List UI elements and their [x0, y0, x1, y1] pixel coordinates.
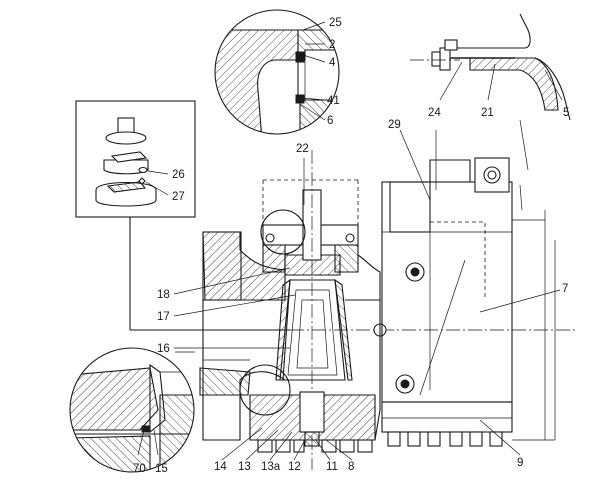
detail-box-key [75, 100, 290, 331]
detail-pin-bushing [410, 13, 571, 211]
callout-16: 16 [157, 343, 170, 355]
valve-body [180, 150, 575, 470]
callout-4: 4 [329, 57, 336, 69]
detail-circle-seal [214, 9, 340, 135]
actuator-housing [381, 129, 561, 456]
callout-27: 27 [172, 191, 185, 203]
detail-circle-bottom [69, 347, 195, 473]
callout-6: 6 [327, 115, 333, 127]
callout-12: 12 [288, 461, 301, 473]
callout-9: 9 [517, 457, 523, 469]
callout-25: 25 [329, 17, 342, 29]
callout-7: 7 [562, 283, 568, 295]
callout-5: 5 [563, 107, 569, 119]
callout-11: 11 [326, 461, 338, 473]
leader-lines [173, 158, 353, 461]
bottom-bolt-row [257, 439, 373, 453]
callout-26: 26 [172, 169, 185, 181]
actuator-bolt-row [387, 431, 503, 447]
callout-13: 13 [238, 461, 251, 473]
callout-70: 70 [133, 463, 146, 475]
callout-13a: 13a [261, 461, 281, 473]
callout-15: 15 [155, 463, 168, 475]
callout-29: 29 [388, 119, 401, 131]
callout-14: 14 [214, 461, 227, 473]
callout-8: 8 [348, 461, 354, 473]
callout-18: 18 [157, 289, 170, 301]
callout-21: 21 [481, 107, 494, 119]
callout-17: 17 [157, 311, 170, 323]
callout-41: 41 [327, 95, 340, 107]
callout-2: 2 [329, 39, 335, 51]
callout-22: 22 [296, 143, 309, 155]
callout-24: 24 [428, 107, 441, 119]
